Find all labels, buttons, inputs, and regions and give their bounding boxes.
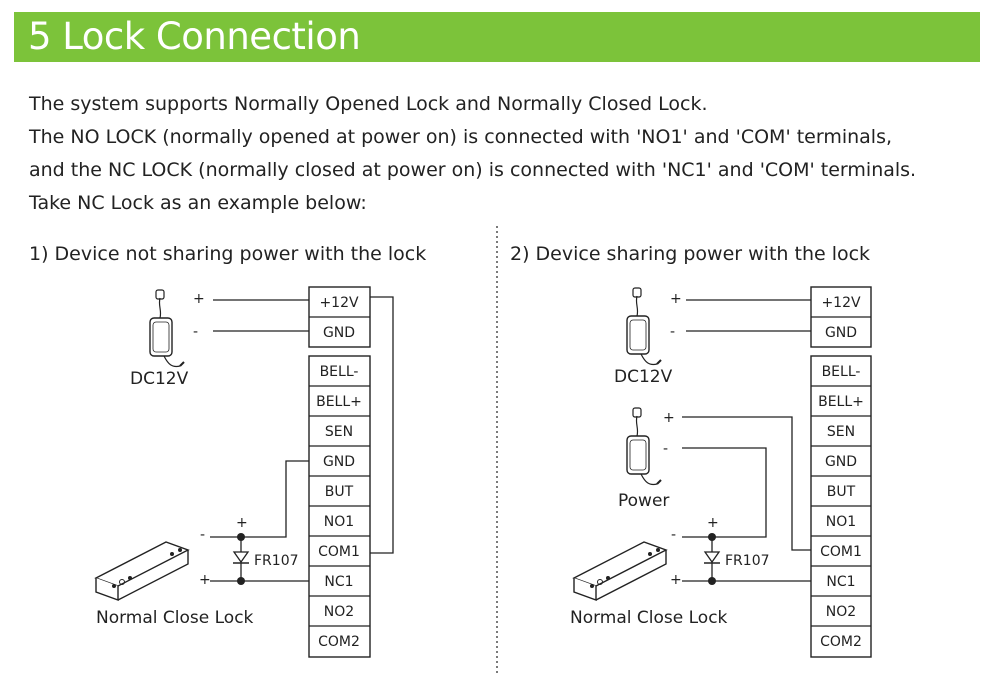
plus-sign: + [707, 515, 719, 531]
diode-icon [703, 551, 721, 564]
terminal-block-bottom: BELL- BELL+ SEN GND BUT NO1 COM1 NC1 NO2… [810, 355, 872, 658]
plus-sign: + [236, 515, 248, 531]
terminal-label: COM1 [820, 544, 862, 560]
terminal-label: BUT [325, 484, 354, 500]
page-title: 5 Lock Connection [28, 15, 361, 58]
title-bar: 5 Lock Connection [14, 12, 980, 62]
terminal-label: BELL+ [818, 394, 864, 410]
junction-dot [708, 533, 716, 541]
minus-sign: - [200, 527, 205, 543]
wires [682, 299, 811, 582]
terminal-block-top: +12V GND [308, 286, 371, 348]
plus-sign: + [663, 410, 675, 426]
terminal-block-bottom: BELL- BELL+ SEN GND BUT NO1 COM1 NC1 NO2… [308, 355, 371, 658]
minus-sign: - [671, 527, 676, 543]
diode-label: FR107 [725, 553, 770, 569]
terminal-label: GND [323, 454, 355, 470]
terminal-label: GND [825, 454, 857, 470]
diagram-2-heading: 2) Device sharing power with the lock [510, 243, 871, 265]
terminal-label: GND [323, 325, 355, 341]
terminal-label: COM2 [318, 634, 360, 650]
terminal-label: BELL+ [316, 394, 362, 410]
junction-dot [708, 577, 716, 585]
terminal-label: GND [825, 325, 857, 341]
terminal-label: BUT [827, 484, 856, 500]
junction-dot [237, 533, 245, 541]
power-adapter-icon [149, 289, 185, 368]
terminal-label: +12V [821, 295, 861, 311]
intro-line: The system supports Normally Opened Lock… [29, 93, 708, 115]
diagram-1-heading: 1) Device not sharing power with the loc… [29, 243, 427, 265]
terminal-label: NO2 [826, 604, 856, 620]
terminal-block-top: +12V GND [810, 286, 872, 348]
terminal-label: +12V [319, 295, 359, 311]
terminal-label: COM1 [318, 544, 360, 560]
lock-label: Normal Close Lock [96, 608, 254, 628]
plus-sign: + [199, 572, 211, 588]
minus-sign: - [663, 441, 668, 457]
minus-sign: - [670, 324, 675, 340]
diagram-1: +12V GND BELL- BELL+ SEN GND BUT NO1 COM… [95, 286, 394, 658]
terminal-label: BELL- [822, 364, 861, 380]
second-power-label: Power [618, 491, 669, 511]
terminal-label: BELL- [320, 364, 359, 380]
terminal-label: SEN [325, 424, 353, 440]
power-adapter-icon [626, 287, 662, 366]
diagram-2: +12V GND BELL- BELL+ SEN GND BUT NO1 COM… [570, 286, 872, 658]
intro-text: The system supports Normally Opened Lock… [29, 88, 989, 220]
terminal-label: COM2 [820, 634, 862, 650]
terminal-label: NO1 [324, 514, 354, 530]
intro-line: The NO LOCK (normally opened at power on… [29, 126, 893, 148]
lock-label: Normal Close Lock [570, 608, 728, 628]
intro-line: Take NC Lock as an example below: [29, 192, 367, 214]
plus-sign: + [670, 572, 682, 588]
diode-label: FR107 [254, 553, 299, 569]
power-label: DC12V [614, 367, 673, 387]
lock-icon [573, 541, 667, 601]
lock-icon [95, 541, 189, 601]
minus-sign: - [193, 324, 198, 340]
terminal-label: NO2 [324, 604, 354, 620]
terminal-label: SEN [827, 424, 855, 440]
intro-line: and the NC LOCK (normally closed at powe… [29, 159, 917, 181]
junction-dot [237, 577, 245, 585]
terminal-label: NO1 [826, 514, 856, 530]
diode-icon [232, 551, 250, 564]
power-label: DC12V [130, 369, 189, 389]
plus-sign: + [670, 291, 682, 307]
terminal-label: NC1 [324, 574, 353, 590]
power-adapter-icon [626, 407, 662, 486]
terminal-label: NC1 [826, 574, 855, 590]
plus-sign: + [193, 291, 205, 307]
